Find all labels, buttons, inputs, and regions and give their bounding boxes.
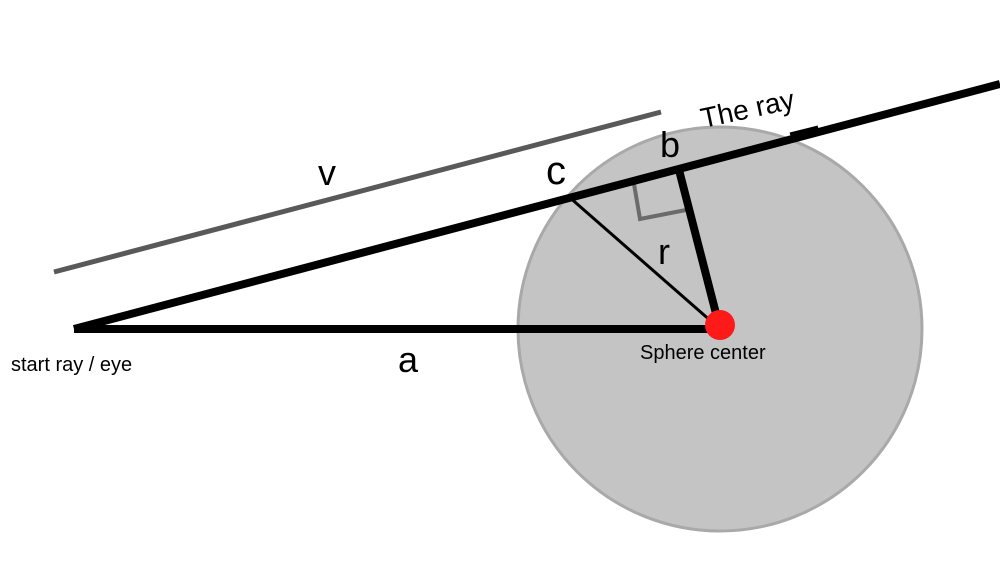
- sphere-center-dot: [705, 310, 735, 340]
- ray-line: [72, 80, 1000, 333]
- b-label: b: [660, 124, 680, 165]
- r-label: r: [658, 231, 670, 272]
- perpendicular-line: [675, 169, 724, 330]
- sphere-center-label: Sphere center: [640, 342, 766, 364]
- v-line: [53, 109, 662, 275]
- right-angle-marker: [632, 183, 687, 222]
- radius-line: [567, 194, 721, 331]
- v-label: v: [318, 152, 336, 193]
- the-ray-label: The ray: [698, 84, 797, 134]
- c-label: c: [546, 149, 566, 193]
- a-label: a: [398, 339, 419, 380]
- start-ray-label: start ray / eye: [11, 354, 132, 376]
- ray-tick: [789, 125, 819, 136]
